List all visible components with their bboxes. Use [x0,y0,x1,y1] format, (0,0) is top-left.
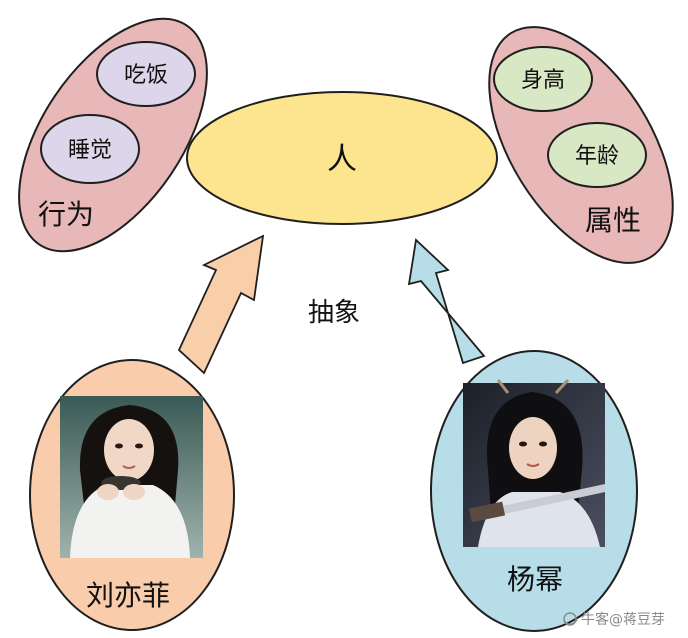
watermark: 牛客@蒋豆芽 [563,611,665,628]
person-class-label: 人 [327,142,357,177]
abstraction-label: 抽象 [308,298,360,328]
behavior-item-eat [96,41,196,107]
instance-left: 刘亦菲 [29,359,235,631]
niuke-logo-icon [563,612,578,626]
behavior-group: 吃饭 睡觉 行为 [18,17,208,253]
instance-left-photo [60,396,203,558]
right-abstraction-arrow [407,238,486,365]
attribute-group: 身高 年龄 属性 [488,26,674,264]
attribute-group-label: 属性 [585,204,641,237]
person-class-node: 人 [186,91,498,225]
attribute-item-height-label: 身高 [521,68,565,93]
behavior-group-label: 行为 [38,198,94,231]
instance-right-label: 杨幂 [507,563,563,596]
behavior-item-sleep [40,114,140,184]
instance-left-label: 刘亦菲 [86,579,170,612]
instance-right: 杨幂 [430,350,638,632]
watermark-text: 牛客@蒋豆芽 [581,611,665,628]
behavior-item-sleep-label: 睡觉 [68,138,112,163]
person-class-shape [186,91,498,225]
attribute-item-age [547,122,647,188]
instance-right-photo [463,378,605,547]
attribute-item-age-label: 年龄 [575,144,619,169]
attribute-item-height [493,46,593,112]
behavior-item-eat-label: 吃饭 [124,63,168,88]
left-abstraction-arrow [177,234,265,375]
